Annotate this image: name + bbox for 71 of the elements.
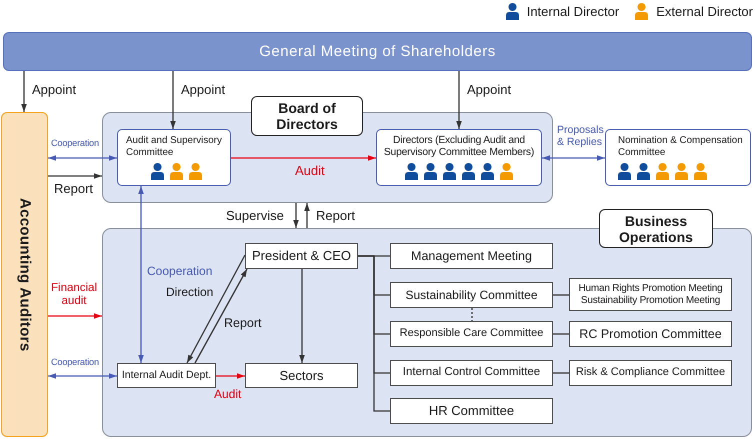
connector-line (553, 294, 569, 296)
committee-box (117, 129, 231, 186)
arrow (304, 203, 310, 228)
edge-label: Cooperation (147, 265, 212, 279)
arrow (456, 71, 462, 129)
org-box (569, 360, 732, 386)
org-box (390, 398, 553, 424)
legend-label: Internal Director (526, 4, 620, 19)
box-label: Internal Control Committee (402, 366, 540, 380)
arrow (170, 71, 176, 129)
box-label: HR Committee (428, 403, 514, 419)
arrow (216, 373, 245, 379)
connector-line (358, 255, 390, 412)
legend-label: External Director (656, 4, 753, 19)
edge-label: Appoint (32, 83, 76, 98)
edge-label: Appoint (467, 83, 512, 98)
box-label: Sectors (279, 368, 324, 384)
org-box (390, 282, 553, 308)
box-label: Risk & Compliance Committee (576, 366, 726, 380)
arrow (48, 313, 102, 319)
edge-label: Financial audit (50, 282, 98, 308)
arrow (542, 155, 605, 161)
edge-label: Appoint (181, 83, 226, 98)
edge-label: Cooperation (51, 138, 99, 149)
box-label: Human Rights Promotion Meeting (578, 282, 723, 294)
vertical-label: Accounting Auditors (16, 198, 34, 352)
edge-label: Report (224, 316, 262, 330)
arrow (48, 173, 102, 179)
banner-title: General Meeting of Shareholders (259, 42, 496, 60)
connector-line (553, 372, 569, 374)
org-box (245, 243, 358, 269)
committee-box (376, 129, 542, 186)
edge-label: Report (54, 182, 94, 197)
arrow (138, 186, 144, 363)
heading-tag: Business Operations (599, 209, 713, 248)
box-label: Directors (Excluding Audit and Supervisory Committee Members) (382, 134, 536, 160)
box-label: Responsible Care Committee (400, 327, 544, 341)
committee-box (605, 129, 751, 186)
box-label: RC Promotion Committee (579, 326, 722, 342)
org-box (569, 321, 732, 347)
connector-line (553, 333, 569, 335)
arrow (48, 155, 117, 161)
edge-label: Cooperation (51, 357, 99, 368)
edge-label: Audit (295, 164, 325, 179)
org-box (245, 363, 358, 388)
box-label: Sustainability Promotion Meeting (580, 294, 720, 306)
org-box (390, 360, 553, 386)
arrow (299, 269, 305, 363)
box-label: Internal Audit Dept. (122, 369, 212, 382)
org-box (569, 278, 732, 311)
arrow (194, 268, 248, 364)
org-box (390, 243, 553, 269)
box-label: Audit and Supervisory Committee (126, 135, 223, 159)
box-label: Nomination & Compensation Committee (618, 135, 744, 159)
box-label: Management Meeting (411, 248, 532, 264)
edge-label: Supervise (226, 209, 284, 224)
edge-label: Audit (214, 388, 242, 402)
org-box (390, 321, 553, 347)
box-label: Sustainability Committee (405, 288, 538, 302)
arrow (231, 155, 376, 161)
arrow (21, 71, 27, 112)
dotted-line (471, 308, 473, 321)
banner (3, 32, 752, 71)
box-label: President & CEO (252, 248, 351, 264)
org-box (117, 363, 216, 388)
side-panel (1, 112, 48, 437)
heading-tag: Board of Directors (251, 96, 363, 136)
arrow (48, 373, 117, 379)
edge-label: Report (316, 209, 356, 224)
arrow (293, 203, 299, 228)
edge-label: Proposals & Replies (557, 124, 605, 148)
